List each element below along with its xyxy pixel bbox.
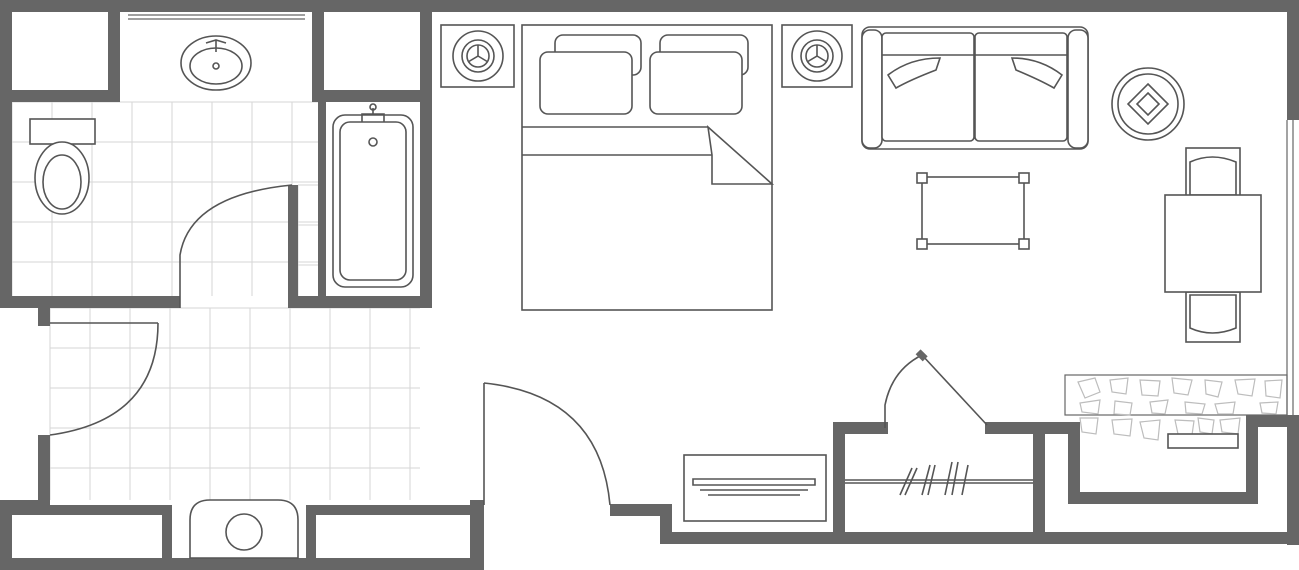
nightstand-right — [781, 24, 853, 88]
nightstand-left — [440, 24, 515, 88]
sink-icon — [180, 35, 252, 91]
counter-stone-icon — [1064, 374, 1288, 449]
bathroom-door — [179, 184, 293, 308]
shower-drain-icon — [189, 499, 299, 559]
bed-icon — [521, 24, 775, 311]
entry-door-swing — [49, 322, 159, 436]
dining-table-icon — [1164, 147, 1262, 343]
coffee-table-icon — [916, 172, 1030, 250]
closet-icon — [845, 349, 1033, 496]
main-entry-door — [483, 382, 611, 506]
side-table-lamp-icon — [1111, 67, 1185, 141]
sofa-icon — [861, 26, 1089, 150]
dresser-icon — [683, 454, 827, 522]
toilet-icon — [29, 118, 96, 215]
window — [1286, 120, 1294, 415]
bathtub-icon — [332, 103, 414, 288]
